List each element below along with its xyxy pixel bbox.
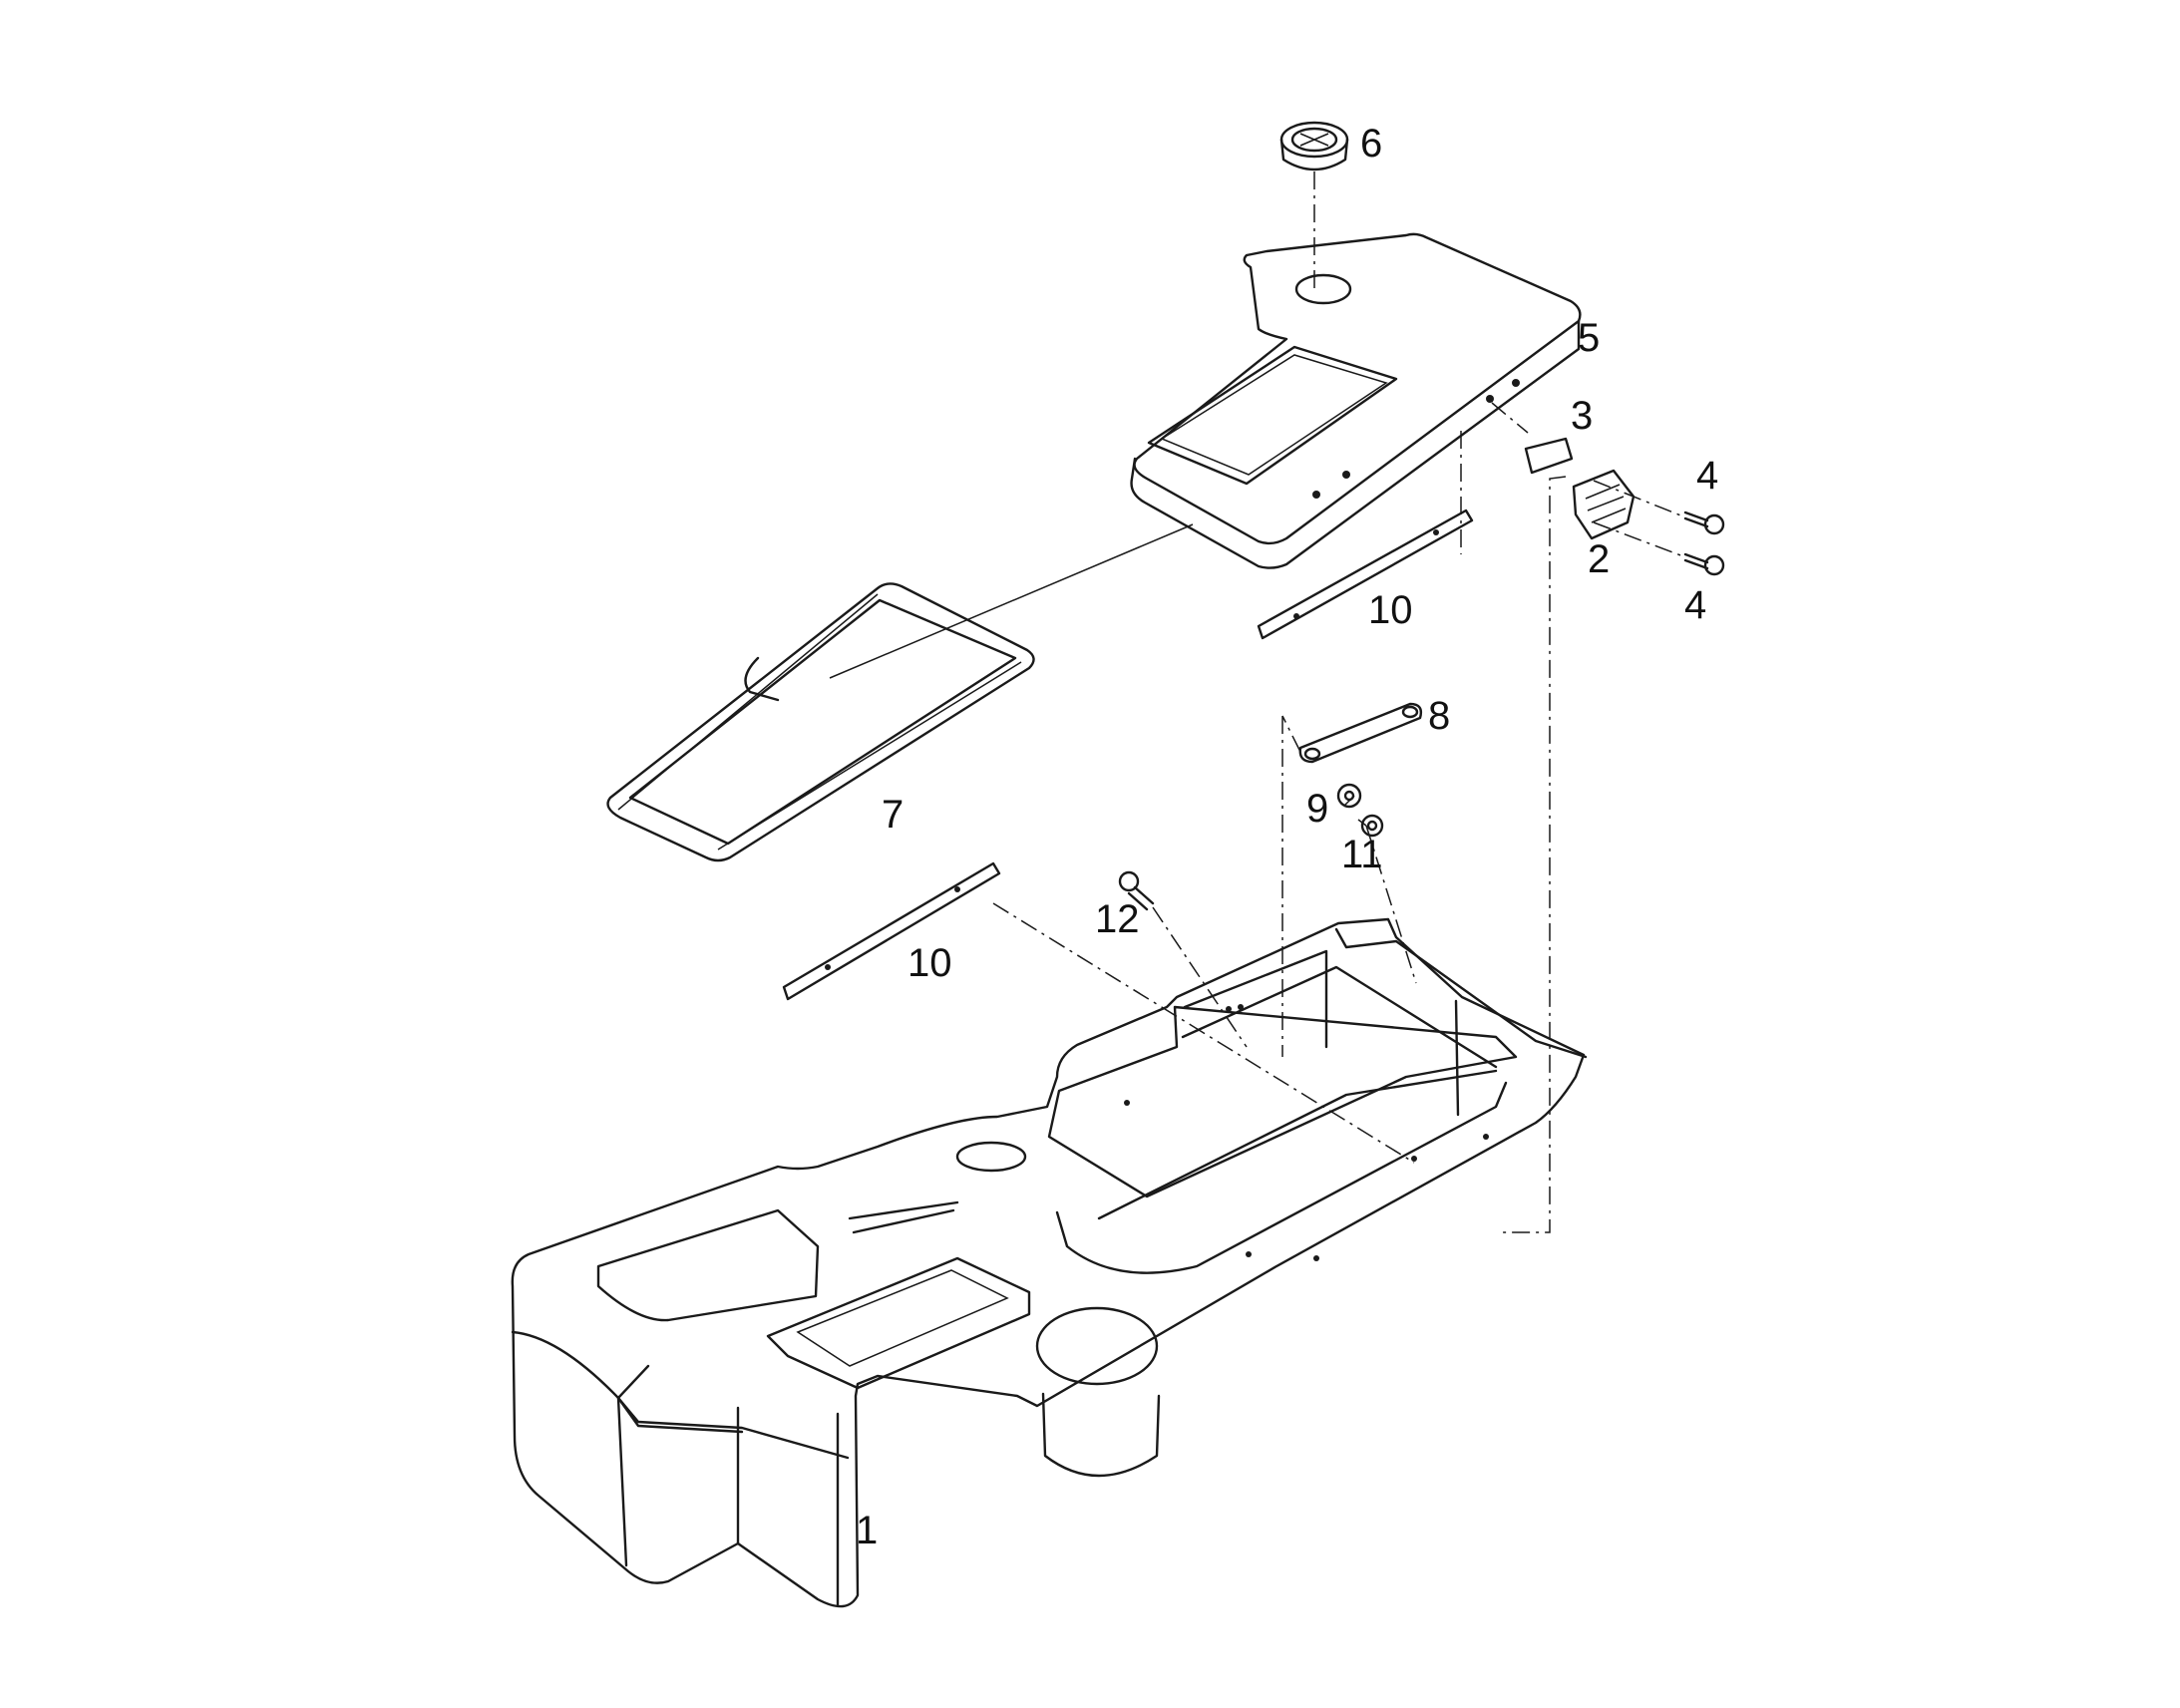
callout-9: 9 [1306,787,1328,831]
callout-5: 5 [1578,316,1600,360]
part-10-strip-upper [1257,509,1474,640]
callout-labels: 1 2 3 4 4 5 6 7 8 9 10 10 11 12 [856,122,1718,1552]
callout-3: 3 [1571,394,1593,438]
part-12-bolt [1118,870,1155,911]
part-5-lid [1130,232,1582,569]
part-8-bracket [1298,702,1423,764]
callout-10-lower: 10 [908,941,952,985]
callout-10-upper: 10 [1368,588,1413,632]
callout-2: 2 [1588,537,1610,581]
leader-lines [829,171,1684,1233]
part-4-screws [1683,511,1725,576]
callout-11: 11 [1341,833,1383,876]
callout-7: 7 [882,793,904,837]
callout-1: 1 [856,1509,878,1552]
part-11-nut [1360,814,1384,838]
callout-4-lower: 4 [1684,583,1706,627]
callout-8: 8 [1428,694,1450,738]
callout-4-upper: 4 [1696,454,1718,498]
part-3-plate [1524,437,1574,475]
part-7-gasket [606,582,1035,862]
callout-12: 12 [1095,897,1140,941]
part-10-strip-lower [782,861,1001,1001]
part-6-cap [1279,121,1349,171]
part-9-washer [1336,783,1362,809]
part-1-console [511,917,1588,1608]
callout-6: 6 [1360,122,1382,166]
part-2-latch [1572,469,1635,540]
